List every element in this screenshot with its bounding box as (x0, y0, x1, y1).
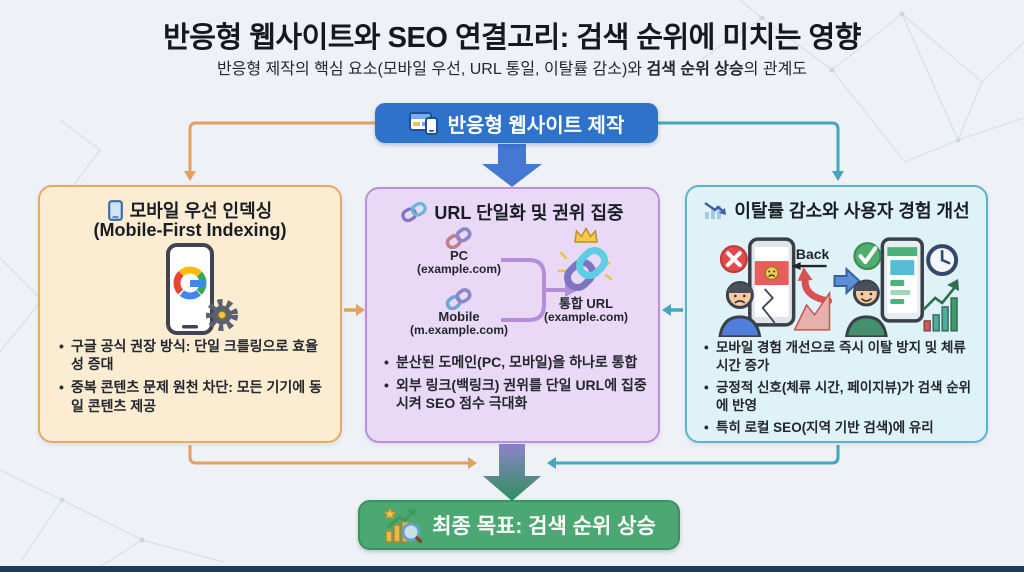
final-goal-node: 최종 목표: 검색 순위 상승 (358, 500, 680, 550)
bullet-item: 특히 로컬 SEO(지역 기반 검색)에 유리 (703, 419, 978, 437)
magnifier-icon (401, 522, 421, 542)
bottom-edge-strip (0, 566, 1024, 572)
arrow-ux-to-url-head (662, 304, 671, 316)
phone-home-bar (182, 325, 198, 329)
sad-user (718, 281, 762, 337)
mobile-first-indexing-box: 모바일 우선 인덱싱 (Mobile-First Indexing) 구글 공식… (38, 185, 342, 443)
ux-box-title: 이탈률 감소와 사용자 경험 개선 (687, 197, 986, 223)
connector-top-right-arrowhead (832, 171, 844, 181)
declining-chart-icon (704, 202, 727, 219)
unified-chain-icon (557, 247, 613, 291)
bounce-return-arrow (797, 267, 833, 305)
connector-bottom-left-arrowhead (468, 457, 477, 469)
improved-phone (880, 237, 924, 323)
pc-label: PC (449, 248, 469, 263)
pc-domain: (example.com) (416, 262, 502, 277)
mobile-label: Mobile (438, 309, 480, 324)
url-box-title: URL 단일화 및 권위 집중 (367, 199, 658, 225)
happy-user (844, 279, 888, 337)
bounce-rate-ux-box: 이탈률 감소와 사용자 경험 개선 (685, 185, 988, 443)
bullet-item: 중복 콘텐츠 문제 원천 차단: 모든 기기에 동일 콘텐츠 제공 (58, 378, 326, 414)
mobile-box-bullets: 구글 공식 권장 방식: 단일 크를링으로 효율성 증대 중복 콘텐츠 문제 원… (40, 337, 340, 420)
crown-icon (574, 227, 598, 243)
connector-top-left (188, 121, 375, 172)
gear-icon (206, 299, 238, 331)
clock-icon (926, 244, 959, 277)
unified-url-domain: (example.com) (543, 310, 629, 325)
star-icon (382, 507, 398, 521)
google-mobile-crawler-illustration (166, 243, 238, 335)
unified-url-label: 통합 URL (558, 296, 614, 311)
ux-box-title-text: 이탈률 감소와 사용자 경험 개선 (734, 201, 970, 221)
bullet-item: 긍정적 신호(체류 시간, 페이지뷰)가 검색 순위에 반영 (703, 379, 978, 414)
bullet-item: 분산된 도메인(PC, 모바일)을 하나로 통합 (383, 353, 648, 371)
declining-area-chart (793, 290, 831, 331)
broken-phone (748, 237, 796, 327)
subtitle-bold-text: 검색 순위 상승 (646, 61, 744, 78)
connector-top-right (658, 121, 840, 172)
transition-arrow (833, 266, 861, 296)
connector-bottom-left (188, 445, 468, 465)
check-circle-icon (853, 242, 882, 271)
connector-bottom-right-arrowhead (547, 457, 556, 469)
mobile-chain-icon (445, 288, 472, 310)
arrow-url-box-to-goal (483, 444, 541, 501)
smartphone-icon (107, 199, 123, 221)
google-g-logo (173, 266, 207, 300)
mobile-box-title-text: 모바일 우선 인덱싱 (129, 201, 273, 221)
mobile-box-subtitle: (Mobile-First Indexing) (93, 220, 287, 240)
responsive-build-node: 반응형 웹사이트 제작 (375, 103, 658, 143)
ux-comparison-illustration: Back (718, 237, 960, 337)
responsive-build-label: 반응형 웹사이트 제작 (447, 114, 625, 137)
back-label: Back (796, 246, 830, 262)
page-title: 반응형 웹사이트와 SEO 연결고리: 검색 순위에 미치는 영향 (163, 22, 861, 54)
ranking-growth-icon (382, 507, 423, 543)
mobile-domain: (m.example.com) (409, 323, 509, 338)
page-subtitle: 반응형 제작의 핵심 요소(모바일 우선, URL 통일, 이탈률 감소)와 검… (0, 55, 1024, 79)
url-consolidation-box: URL 단일화 및 권위 집중 PC (example.com) (365, 187, 660, 443)
growth-bar-chart (922, 279, 960, 332)
back-arrow (791, 262, 827, 271)
url-box-title-text: URL 단일화 및 권위 집중 (434, 203, 624, 223)
bullet-item: 구글 공식 권장 방식: 단일 크를링으로 효율성 증대 (58, 337, 326, 373)
connector-bottom-right (556, 445, 840, 465)
mobile-url-node: Mobile (m.example.com) (399, 288, 519, 338)
bullet-item: 외부 링크(백링크) 권위를 단일 URL에 집중시켜 SEO 점수 극대화 (383, 376, 648, 412)
responsive-devices-icon (408, 112, 438, 135)
arrow-header-to-url-box (482, 144, 542, 187)
arrow-mobile-to-url-head (356, 304, 365, 316)
url-box-bullets: 분산된 도메인(PC, 모바일)을 하나로 통합 외부 링크(백링크) 권위를 … (367, 353, 658, 418)
pc-chain-icon (445, 227, 472, 249)
final-goal-label: 최종 목표: 검색 순위 상승 (432, 515, 656, 538)
url-merge-diagram: PC (example.com) Mobile (m.example.com) (367, 227, 658, 351)
ux-box-bullets: 모바일 경험 개선으로 즉시 이탈 방지 및 체류 시간 증가 긍정적 신호(체… (687, 339, 986, 442)
x-circle-icon (719, 245, 748, 274)
unified-url-node: 통합 URL (example.com) (528, 227, 644, 325)
chain-link-icon (401, 202, 428, 222)
mobile-box-title: 모바일 우선 인덱싱 (40, 197, 340, 223)
subtitle-suffix: 의 관계도 (743, 61, 808, 78)
connector-top-left-arrowhead (184, 171, 196, 181)
pc-url-node: PC (example.com) (399, 227, 519, 277)
bullet-item: 모바일 경험 개선으로 즉시 이탈 방지 및 체류 시간 증가 (703, 339, 978, 374)
subtitle-prefix: 반응형 제작의 핵심 요소(모바일 우선, URL 통일, 이탈률 감소)와 (216, 61, 647, 78)
